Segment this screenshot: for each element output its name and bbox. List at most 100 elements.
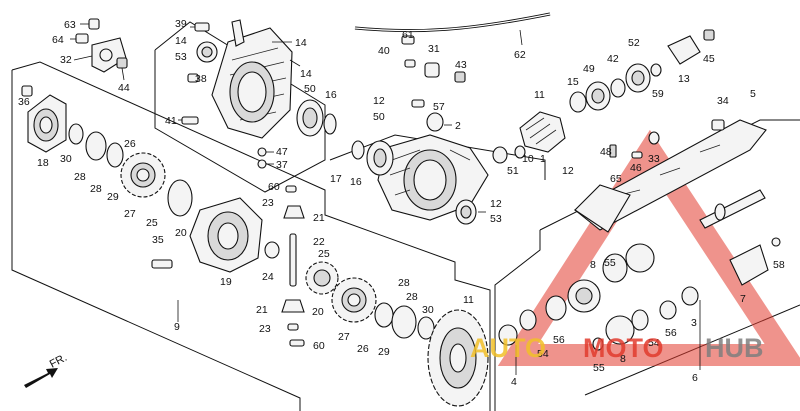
watermark-hub: HUB (705, 333, 764, 363)
callout-37: 37 (276, 159, 288, 171)
callout-35: 35 (152, 234, 164, 246)
callout-47: 47 (276, 146, 288, 158)
ring-gear (427, 309, 489, 407)
callout-50-a: 50 (304, 83, 316, 95)
callout-25-b: 25 (318, 248, 330, 260)
callout-28-c: 28 (398, 277, 410, 289)
callout-46: 46 (630, 162, 642, 174)
side-gear-27-26 (331, 277, 377, 323)
callout-36: 36 (18, 96, 30, 108)
callout-45: 45 (703, 53, 715, 65)
main-gear-case (351, 99, 489, 225)
callout-18: 18 (37, 157, 49, 169)
watermark-text: AUTO MOTO HUB (470, 333, 764, 363)
callout-12-a: 12 (373, 95, 385, 107)
mount-bracket-group (70, 18, 128, 81)
callout-26-b: 26 (357, 343, 369, 355)
callout-65: 65 (610, 173, 622, 185)
watermark-moto: MOTO (583, 333, 664, 363)
gear-case-cover (178, 19, 301, 169)
callout-28-a: 28 (74, 171, 86, 183)
callout-30-a: 30 (60, 153, 72, 165)
callout-53-a: 53 (175, 51, 187, 63)
callout-22: 22 (313, 236, 325, 248)
callout-2: 2 (455, 120, 461, 132)
callout-14-b: 14 (295, 37, 307, 49)
pinion-shaft-group (492, 29, 715, 164)
callout-12-c: 12 (490, 198, 502, 210)
callout-27-a: 27 (124, 208, 136, 220)
callout-53-b: 53 (490, 213, 502, 225)
callout-15: 15 (567, 76, 579, 88)
callout-1: 1 (540, 153, 546, 165)
callout-62: 62 (514, 49, 526, 61)
callout-38: 38 (195, 73, 207, 85)
callout-8-b: 8 (620, 353, 626, 365)
side-gear-25-20 (305, 261, 339, 295)
callout-24: 24 (262, 271, 274, 283)
callout-54-a: 54 (537, 348, 549, 360)
callout-5: 5 (750, 88, 756, 100)
callout-60-b: 60 (313, 340, 325, 352)
callout-48: 48 (600, 146, 612, 158)
callout-32: 32 (60, 54, 72, 66)
callout-10: 10 (522, 153, 534, 165)
front-arrow-label: FR. (48, 352, 69, 371)
callout-13: 13 (678, 73, 690, 85)
callout-14-a: 14 (175, 35, 187, 47)
callout-55-a: 55 (604, 257, 616, 269)
callout-11-b: 11 (463, 294, 474, 306)
callout-63: 63 (64, 19, 76, 31)
callout-61: 61 (402, 29, 414, 41)
callout-42: 42 (607, 53, 619, 65)
differential-assembly (21, 85, 489, 407)
callout-59: 59 (652, 88, 664, 100)
callout-20-b: 20 (312, 306, 324, 318)
callout-21-a: 21 (313, 212, 325, 224)
callout-16-b: 16 (350, 176, 362, 188)
callout-33: 33 (648, 153, 660, 165)
callout-19: 19 (220, 276, 232, 288)
watermark-auto: AUTO (470, 333, 546, 363)
callout-58: 58 (773, 259, 785, 271)
callout-28-d: 28 (406, 291, 418, 303)
callout-49: 49 (583, 63, 595, 75)
callout-57: 57 (433, 101, 445, 113)
side-gear-26-27 (120, 152, 166, 198)
drive-shaft-parts (498, 189, 781, 375)
callout-29-a: 29 (107, 191, 119, 203)
callout-27-b: 27 (338, 331, 350, 343)
callout-54-b: 54 (648, 337, 660, 349)
callout-3: 3 (691, 317, 697, 329)
callout-25-a: 25 (146, 217, 158, 229)
callout-4: 4 (511, 376, 517, 388)
callout-21-b: 21 (256, 304, 268, 316)
callout-52: 52 (628, 37, 640, 49)
callout-51: 51 (507, 165, 519, 177)
callout-9: 9 (174, 321, 180, 333)
breather-tube (354, 12, 551, 83)
callout-34: 34 (717, 95, 729, 107)
callout-7: 7 (740, 293, 746, 305)
callout-23-a: 23 (262, 197, 274, 209)
callout-14-c: 14 (300, 68, 312, 80)
callout-12-b: 12 (562, 165, 574, 177)
callout-16-a: 16 (325, 89, 337, 101)
callout-8-a: 8 (590, 259, 596, 271)
callout-55-b: 55 (593, 362, 605, 374)
callout-64: 64 (52, 34, 64, 46)
callout-40: 40 (378, 45, 390, 57)
callout-11-a: 11 (534, 89, 545, 101)
watermark-triangle (497, 129, 800, 366)
callout-31: 31 (428, 43, 440, 55)
callout-26-a: 26 (124, 138, 136, 150)
callout-56-a: 56 (553, 334, 565, 346)
callout-41: 41 (165, 115, 177, 127)
callout-56-b: 56 (665, 327, 677, 339)
front-direction-arrow: FR. (24, 352, 69, 388)
callout-60-a: 60 (268, 181, 280, 193)
callout-50-b: 50 (373, 111, 385, 123)
bearing-set-upper (296, 99, 337, 137)
callout-28-b: 28 (90, 183, 102, 195)
